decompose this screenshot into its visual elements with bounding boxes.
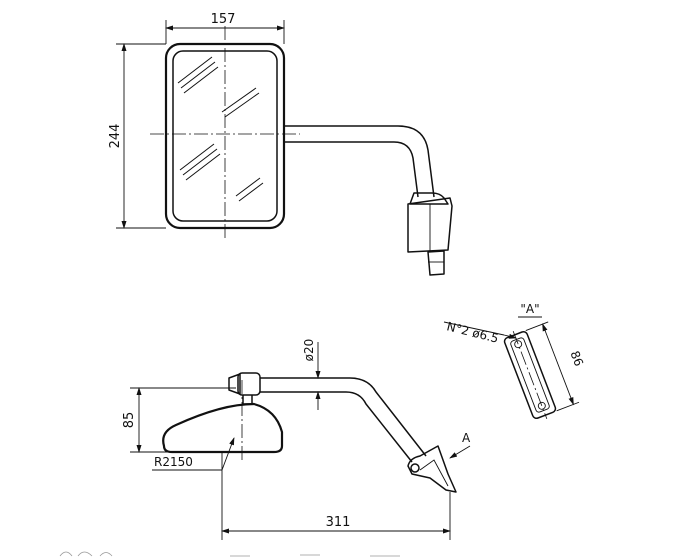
bracket-tab: [427, 250, 445, 276]
pivot-ball-housing: [237, 372, 261, 396]
dimension-mirror-width: 157: [211, 12, 236, 27]
support-arm-upper: [284, 125, 435, 198]
detail-view-title: "A": [520, 302, 539, 316]
dimension-tube-diameter: ø20: [302, 339, 316, 362]
pivot-stem: [242, 395, 253, 405]
dimension-mirror-height: 244: [108, 124, 123, 149]
side-view: A ø20 85 R2150 311: [122, 339, 471, 540]
detail-view-a: "A" N°2 ø6.5 86: [443, 302, 586, 420]
front-view: 157 244: [108, 12, 453, 276]
side-arm-upper: [260, 377, 427, 457]
scan-artifacts: [59, 551, 400, 557]
dimension-head-height: 85: [122, 412, 137, 429]
side-clamp: [407, 445, 457, 493]
mirror-head-profile: [162, 402, 284, 454]
arm-collar: [409, 192, 449, 205]
glass-reflection-hatch: [177, 56, 264, 202]
view-arrow-label: A: [462, 431, 471, 445]
dimension-reach: 311: [326, 515, 351, 530]
dimension-bracket-length: 86: [567, 349, 586, 368]
mounting-bracket: [407, 197, 453, 253]
dimension-head-radius: R2150: [154, 455, 193, 469]
support-arm-lower: [284, 141, 419, 198]
side-arm-lower: [260, 391, 413, 463]
